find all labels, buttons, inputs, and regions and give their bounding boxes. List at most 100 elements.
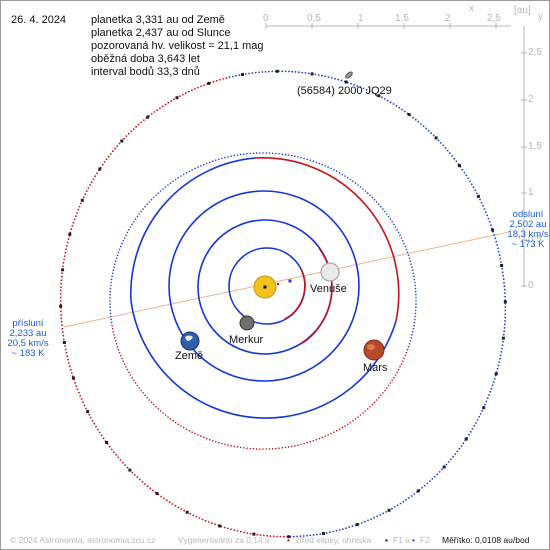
asteroid-orbit-marker	[442, 465, 446, 469]
mars-orbit-dot	[115, 343, 118, 345]
mars-orbit-dot	[415, 294, 417, 296]
mars-orbit-dot	[230, 155, 232, 157]
asteroid-orbit-marker	[310, 72, 314, 76]
mars-orbit-dot	[386, 387, 388, 389]
asteroid-orbit-dot	[503, 323, 506, 326]
mars-orbit-dot	[321, 163, 324, 166]
mars-orbit-dot	[413, 324, 415, 327]
x-tick-1-5: 1,5	[395, 13, 409, 24]
mars-orbit-dot	[373, 198, 376, 201]
mars-orbit-dot	[113, 266, 115, 269]
asteroid-orbit-marker	[218, 524, 222, 528]
asteroid-orbit-dot	[152, 489, 154, 492]
asteroid-orbit-dot	[268, 70, 270, 73]
y-tick-2-5: 2,5	[528, 47, 542, 58]
mars-orbit-dot	[357, 416, 359, 418]
asteroid-orbit-dot	[60, 279, 63, 281]
asteroid-orbit-dot	[64, 345, 66, 347]
mars-orbit-dot	[362, 412, 364, 414]
mars-orbit-red-arc	[255, 157, 400, 322]
asteroid-orbit-dot	[494, 237, 497, 240]
mars-orbit-dot	[407, 345, 410, 348]
mars-orbit-dot	[341, 426, 344, 429]
asteroid-orbit-dot	[493, 234, 496, 236]
mars-orbit-dot	[123, 237, 126, 239]
mars-orbit-dot	[214, 159, 217, 161]
mars-orbit-dot	[180, 425, 182, 427]
asteroid-orbit-dot	[160, 495, 163, 498]
asteroid-orbit-dot	[164, 103, 167, 106]
asteroid-orbit-dot	[490, 387, 493, 390]
asteroid-orbit-marker	[434, 136, 438, 140]
mars-orbit-dot	[391, 220, 394, 223]
mars-orbit-dot	[389, 218, 392, 220]
asteroid-orbit-dot	[368, 90, 371, 93]
mars-orbit-dot	[202, 163, 205, 166]
asteroid-orbit-dot	[173, 98, 175, 101]
earth-cloud	[185, 335, 193, 341]
asteroid-orbit-dot	[194, 88, 196, 90]
mars-orbit-dot	[259, 152, 261, 154]
apsis-line	[63, 231, 510, 328]
asteroid-orbit-dot	[455, 160, 458, 163]
asteroid-orbit-dot	[79, 395, 82, 397]
asteroid-orbit-dot	[501, 268, 504, 270]
mars-orbit-dot	[312, 440, 315, 442]
asteroid-orbit-dot	[192, 514, 195, 517]
date-label: 26. 4. 2024	[11, 14, 67, 26]
aphelion-speed: 18,3 km/s	[507, 229, 549, 240]
mars-orbit-dot	[152, 403, 155, 406]
asteroid-orbit-dot	[78, 205, 81, 208]
mars-orbit-dot	[346, 176, 349, 179]
mars-orbit-dot	[129, 374, 132, 376]
asteroid-orbit-dot	[159, 107, 161, 110]
asteroid-orbit-dot	[215, 79, 218, 82]
asteroid-orbit-dot	[473, 425, 476, 427]
asteroid-orbit-dot	[451, 155, 453, 157]
asteroid-orbit-dot	[379, 514, 382, 516]
mars-orbit-dot	[211, 440, 214, 442]
asteroid-orbit-dot	[294, 71, 297, 73]
asteroid-orbit-dot	[144, 483, 146, 485]
asteroid-orbit-dot	[167, 101, 170, 104]
mars-orbit-dot	[344, 425, 346, 427]
asteroid-orbit-dot	[238, 74, 241, 76]
asteroid-orbit-dot	[413, 493, 416, 495]
asteroid-orbit-dot	[317, 74, 320, 76]
mars-orbit-dot	[405, 351, 408, 354]
asteroid-orbit-dot	[398, 106, 401, 109]
asteroid-orbit-dot	[306, 534, 308, 537]
asteroid-orbit-marker	[494, 372, 498, 376]
asteroid-orbit-dot	[430, 132, 433, 135]
asteroid-orbit-dot	[386, 99, 389, 102]
asteroid-orbit-dot	[353, 83, 355, 86]
asteroid-orbit-marker	[241, 73, 244, 76]
asteroid-orbit-dot	[207, 521, 210, 523]
asteroid-orbit-dot	[200, 85, 203, 88]
asteroid-orbit-dot	[138, 478, 141, 481]
asteroid-orbit-dot	[246, 532, 249, 534]
mars-orbit-dot	[164, 414, 167, 416]
mars-orbit-dot	[413, 275, 415, 278]
asteroid-orbit-dot	[342, 528, 344, 530]
asteroid-orbit-dot	[248, 72, 251, 75]
aphelion-title: odsluní	[512, 209, 544, 220]
mars-orbit-dot	[414, 281, 416, 284]
asteroid-orbit-dot	[121, 461, 124, 464]
mars-orbit-dot	[414, 287, 417, 290]
mars-orbit-dot	[111, 275, 113, 278]
mars-orbit-dot	[408, 257, 411, 260]
mars-orbit-dot	[408, 343, 411, 345]
asteroid-label: (56584) 2000 JQ29	[297, 85, 392, 97]
asteroid-orbit-dot	[468, 433, 470, 436]
mars-orbit-dot	[133, 220, 135, 223]
asteroid-orbit-dot	[249, 532, 252, 535]
asteroid-orbit-dot	[504, 295, 506, 298]
mars-orbit-dot	[134, 218, 137, 220]
asteroid-orbit-dot	[463, 171, 466, 174]
asteroid-orbit-dot	[301, 71, 304, 74]
mars-orbit-dot	[333, 431, 335, 434]
asteroid-orbit-dot	[171, 503, 174, 505]
asteroid-orbit-dot	[182, 93, 184, 96]
mars-orbit-dot	[268, 448, 271, 450]
